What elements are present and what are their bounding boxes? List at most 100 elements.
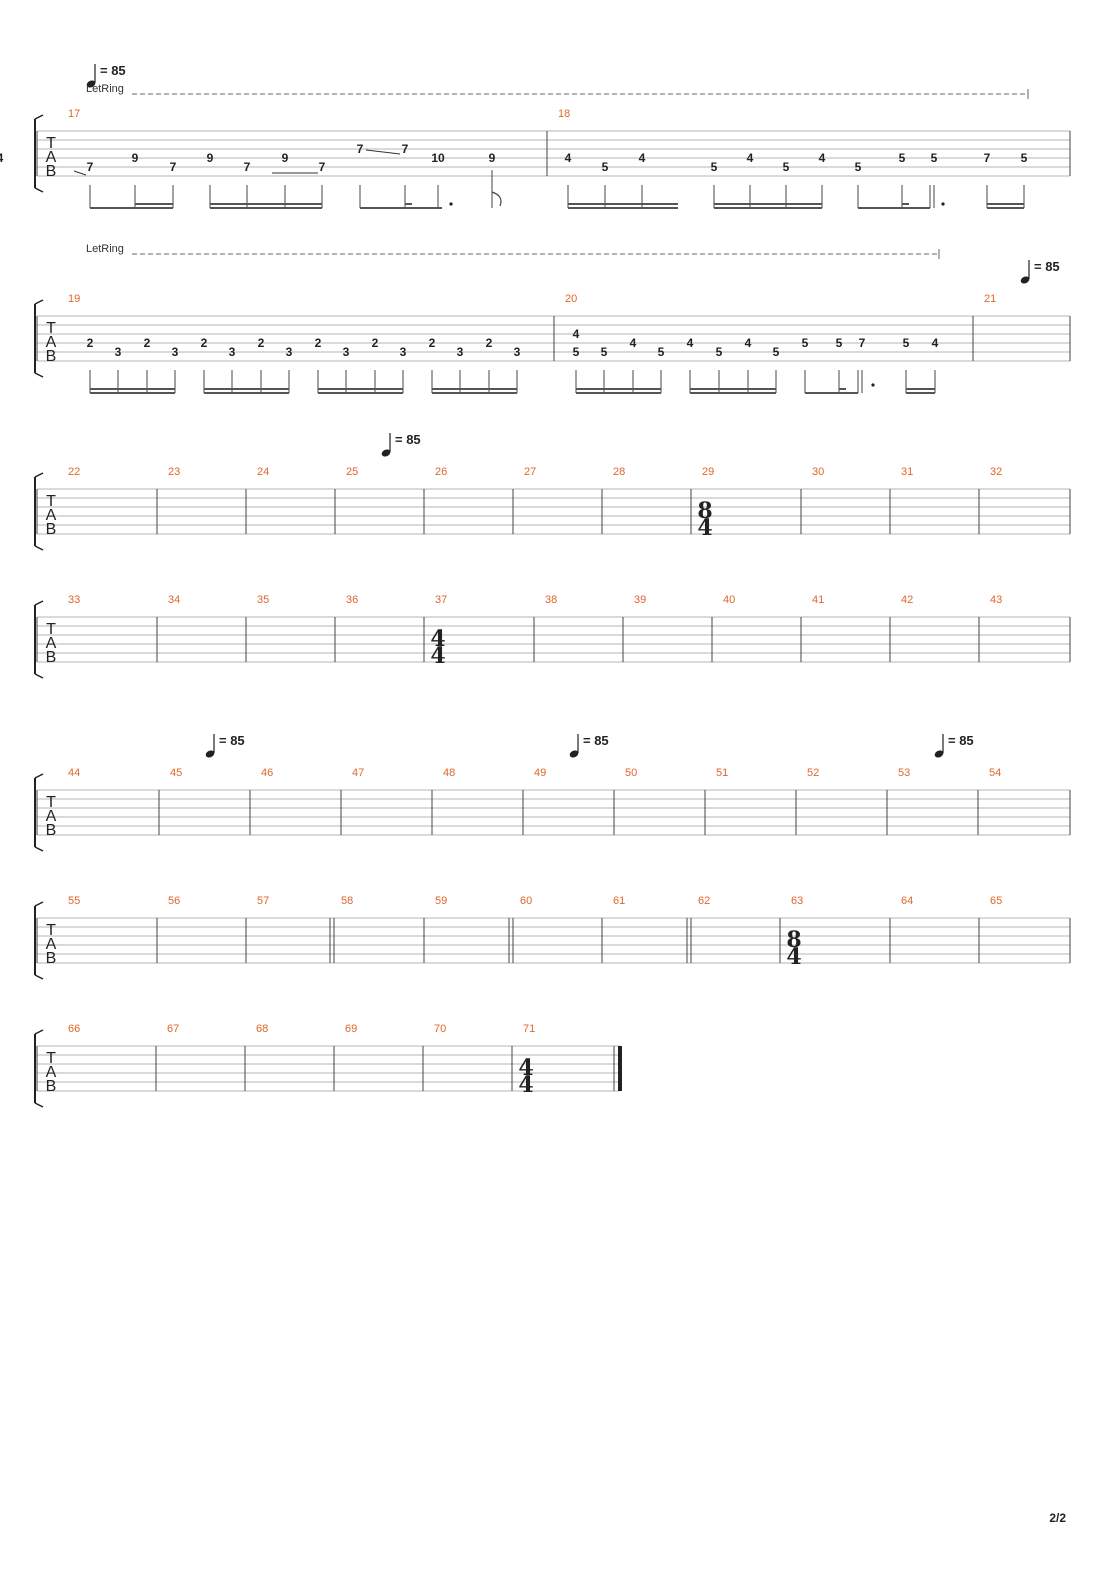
measure-number: 28 bbox=[613, 466, 625, 478]
fret-number: 5 bbox=[855, 160, 862, 174]
measure-number: 51 bbox=[716, 767, 728, 779]
note-beam bbox=[90, 392, 175, 394]
note-beam bbox=[805, 392, 858, 394]
measure-number: 55 bbox=[68, 895, 80, 907]
tempo-marking: = 85 bbox=[205, 733, 245, 758]
measure-number: 38 bbox=[545, 594, 557, 606]
measure-number: 29 bbox=[702, 466, 714, 478]
measure-number: 23 bbox=[168, 466, 180, 478]
measure-number: 21 bbox=[984, 293, 996, 305]
fret-number: 5 bbox=[1021, 151, 1028, 165]
fret-number: 3 bbox=[286, 345, 293, 359]
note-beam bbox=[90, 207, 173, 209]
tab-clef-t: T bbox=[46, 493, 56, 510]
measure-number: 56 bbox=[168, 895, 180, 907]
measure-number: 44 bbox=[68, 767, 80, 779]
measure-number: 41 bbox=[812, 594, 824, 606]
fret-number: 7 bbox=[357, 142, 364, 156]
time-signature-bottom: 4 bbox=[697, 515, 712, 541]
measure-number: 42 bbox=[901, 594, 913, 606]
note-beam bbox=[204, 388, 289, 390]
note-beam bbox=[576, 392, 661, 394]
tab-clef-a: A bbox=[46, 808, 57, 825]
bracket-top-hook bbox=[34, 1029, 44, 1035]
fret-number: 4 bbox=[565, 151, 572, 165]
bracket-bottom-hook bbox=[34, 673, 44, 679]
bracket-top-hook bbox=[34, 901, 44, 907]
note-beam bbox=[360, 207, 442, 209]
measure-number: 19 bbox=[68, 293, 80, 305]
fret-number: 2 bbox=[258, 336, 265, 350]
note-beam bbox=[432, 392, 517, 394]
measure-number: 58 bbox=[341, 895, 353, 907]
fret-number: 7 bbox=[984, 151, 991, 165]
measure-number: 69 bbox=[345, 1023, 357, 1035]
tab-clef-a: A bbox=[46, 149, 57, 166]
quarter-note-icon bbox=[569, 750, 579, 758]
fret-number: 5 bbox=[931, 151, 938, 165]
note-beam bbox=[987, 207, 1024, 209]
tab-clef-b: B bbox=[46, 822, 57, 839]
fret-number: 3 bbox=[172, 345, 179, 359]
note-flag bbox=[491, 191, 502, 207]
fret-number: 4 bbox=[573, 327, 580, 341]
tab-clef-t: T bbox=[46, 794, 56, 811]
tempo-value: = 85 bbox=[1034, 259, 1060, 274]
measure-number: 60 bbox=[520, 895, 532, 907]
measure-number: 27 bbox=[524, 466, 536, 478]
tempo-marking: = 85 bbox=[934, 733, 974, 758]
fret-number: 9 bbox=[132, 151, 139, 165]
note-beam bbox=[568, 203, 678, 205]
measure-number: 68 bbox=[256, 1023, 268, 1035]
measure-number: 22 bbox=[68, 466, 80, 478]
note-beam bbox=[906, 388, 935, 390]
measure-number: 70 bbox=[434, 1023, 446, 1035]
note-beam bbox=[318, 388, 403, 390]
tempo-value: = 85 bbox=[219, 733, 245, 748]
measure-number: 49 bbox=[534, 767, 546, 779]
fret-number: 2 bbox=[87, 336, 94, 350]
measure-number: 71 bbox=[523, 1023, 535, 1035]
fret-number: 5 bbox=[716, 345, 723, 359]
fret-number: 7 bbox=[170, 160, 177, 174]
tab-clef-b: B bbox=[46, 1078, 57, 1095]
tab-clef-b: B bbox=[46, 163, 57, 180]
bracket-bottom-hook bbox=[34, 187, 44, 193]
fret-number: 4 bbox=[745, 336, 752, 350]
note-beam bbox=[714, 207, 822, 209]
tab-clef-t: T bbox=[46, 320, 56, 337]
measure-number: 25 bbox=[346, 466, 358, 478]
tab-clef-a: A bbox=[46, 507, 57, 524]
note-beam bbox=[576, 388, 661, 390]
bracket-bottom-hook bbox=[34, 545, 44, 551]
note-beam bbox=[318, 392, 403, 394]
fret-number: 5 bbox=[658, 345, 665, 359]
tab-clef-t: T bbox=[46, 1050, 56, 1067]
tab-staff bbox=[34, 773, 1071, 852]
measure-number: 59 bbox=[435, 895, 447, 907]
fret-number: 9 bbox=[207, 151, 214, 165]
tab-clef-t: T bbox=[46, 135, 56, 152]
measure-number: 30 bbox=[812, 466, 824, 478]
tempo-value: = 85 bbox=[395, 432, 421, 447]
time-signature-top: 4 bbox=[518, 1055, 533, 1081]
measure-number: 20 bbox=[565, 293, 577, 305]
measure-number: 46 bbox=[261, 767, 273, 779]
tempo-marking: = 85 bbox=[381, 432, 421, 457]
measure-number: 31 bbox=[901, 466, 913, 478]
bracket-top-hook bbox=[34, 472, 44, 478]
note-beam bbox=[210, 203, 322, 205]
note-beam bbox=[90, 388, 175, 390]
bracket-top-hook bbox=[34, 600, 44, 606]
time-signature-bottom: 4 bbox=[430, 643, 445, 669]
fret-number: 2 bbox=[315, 336, 322, 350]
note-beam bbox=[987, 203, 1024, 205]
tab-clef-a: A bbox=[46, 635, 57, 652]
tab-staff bbox=[34, 114, 1071, 193]
page-number: 2/2 bbox=[1049, 1511, 1066, 1525]
note-beam bbox=[902, 203, 909, 205]
fret-number: 4 bbox=[932, 336, 939, 350]
fret-number: 7 bbox=[859, 336, 866, 350]
measure-number: 18 bbox=[558, 108, 570, 120]
